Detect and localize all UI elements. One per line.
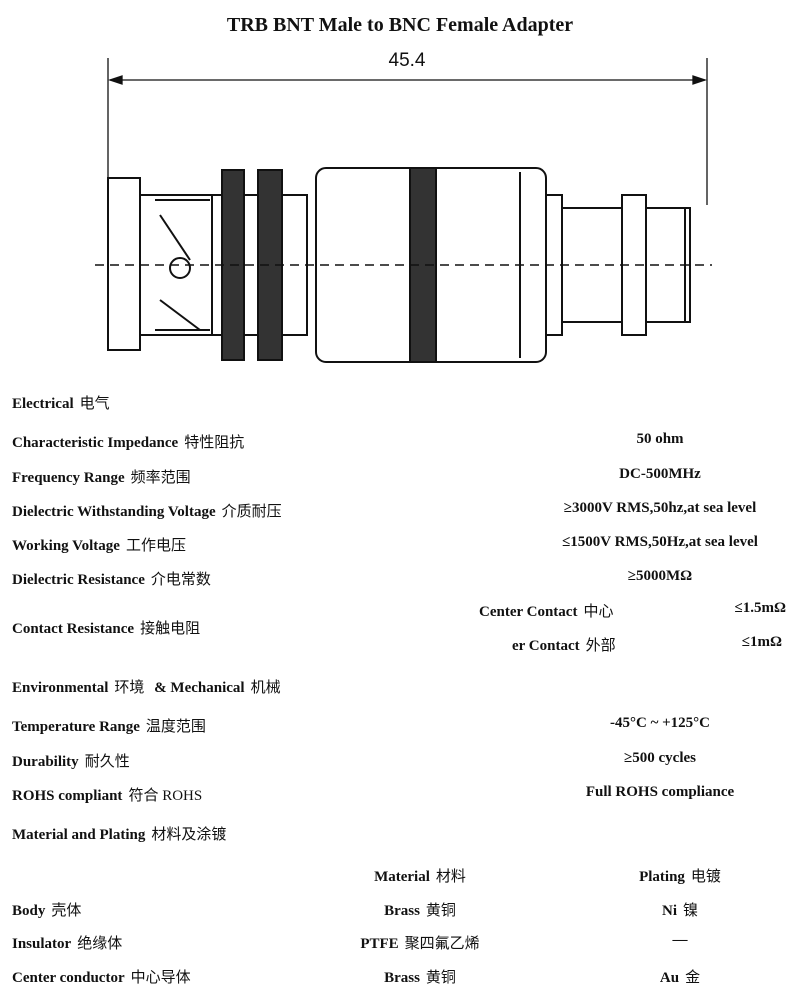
center-contact-value: ≤1.5mΩ	[734, 600, 787, 616]
spec-value: 50 ohm	[636, 431, 684, 447]
spec-value: Full ROHS compliance	[585, 784, 735, 800]
plating-value: —	[672, 932, 688, 948]
spec-value: ≤1500V RMS,50Hz,at sea level	[562, 534, 758, 550]
dimension-label: 45.4	[388, 50, 426, 71]
spec-value: ≥5000MΩ	[627, 568, 693, 584]
dimension-line	[107, 58, 708, 205]
spec-value: ≥500 cycles	[624, 750, 696, 766]
connector-drawing	[95, 58, 712, 363]
outer-contact-value: ≤1mΩ	[741, 634, 782, 650]
spec-value: DC-500MHz	[619, 466, 701, 482]
spec-value: -45°C ~ +125°C	[609, 715, 711, 731]
page-title: TRB BNT Male to BNC Female Adapter	[226, 14, 574, 36]
spec-value: ≥3000V RMS,50hz,at sea level	[563, 500, 757, 516]
